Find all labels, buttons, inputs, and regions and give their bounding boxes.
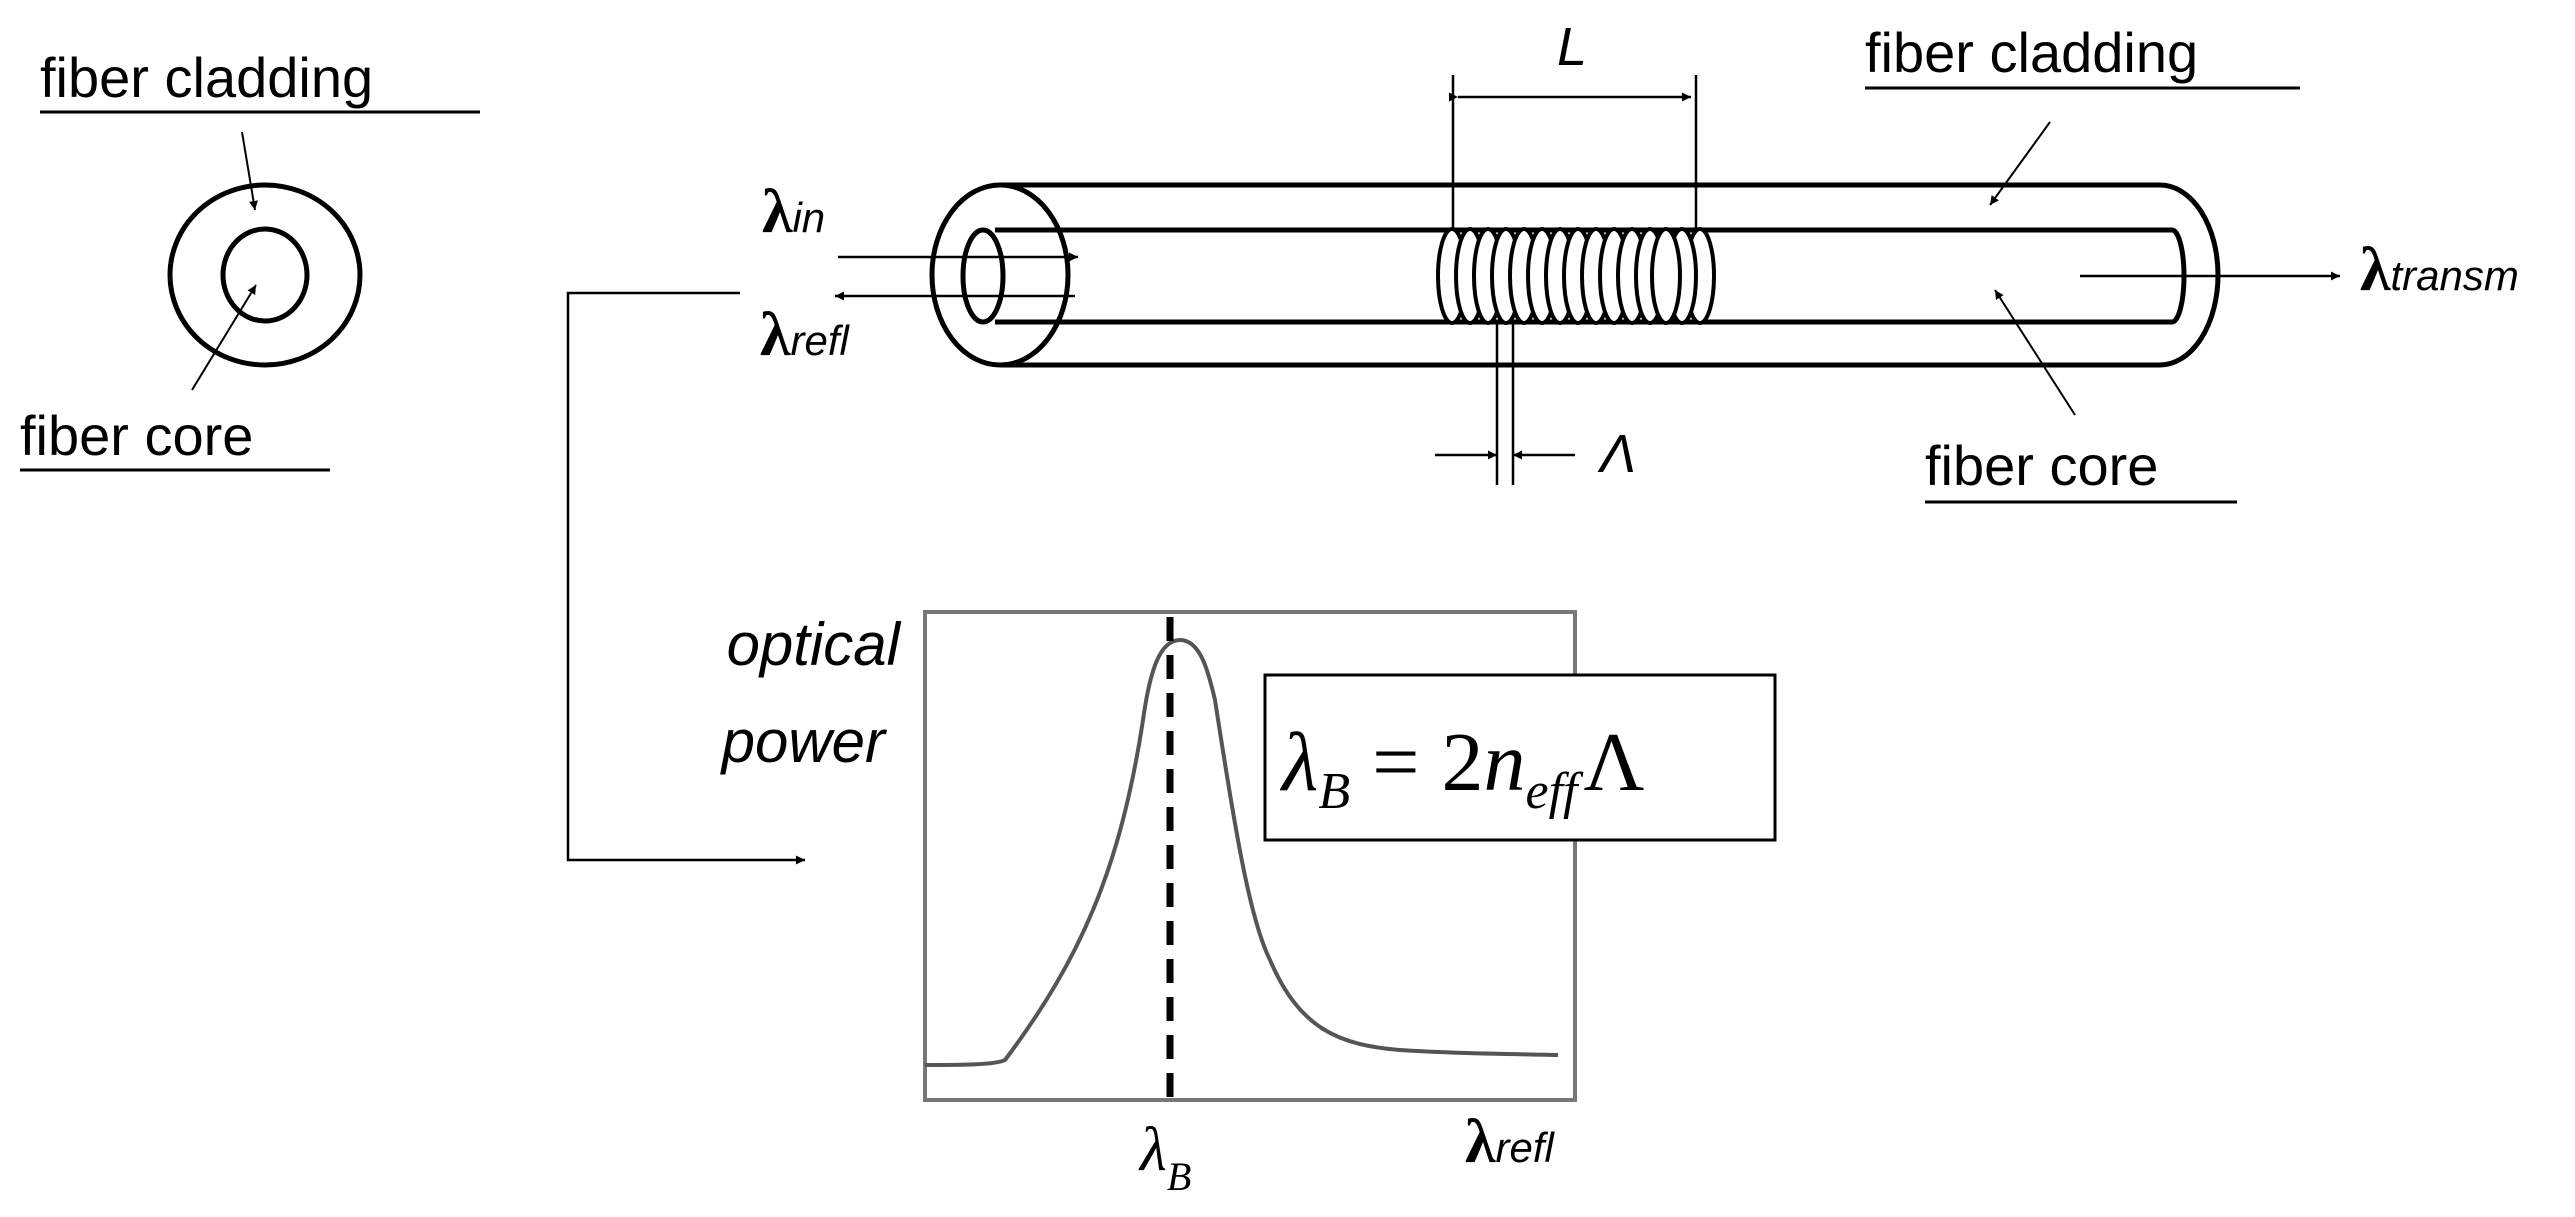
spectrum-ylabel-line1: optical <box>727 611 902 678</box>
fiber-cladding-label: fiber cladding <box>1865 21 2198 84</box>
spectrum-xlabel: λrefl <box>1465 1108 1555 1176</box>
cross-section-cladding-label: fiber cladding <box>40 46 373 109</box>
grating-length-label: L <box>1557 17 1587 77</box>
spectrum-curve <box>924 637 1559 1067</box>
cross-section: fiber cladding fiber core <box>20 46 480 472</box>
cross-section-core-pointer <box>191 284 257 391</box>
fiber-core-pointer <box>1994 289 2076 416</box>
equation-text: λB=2neffΛ <box>1279 716 1645 820</box>
bragg-grating <box>1436 227 1716 325</box>
reflection-spectrum: optical power λB λrefl <box>720 610 1577 1199</box>
signals: λin λrefl λtransm <box>566 178 2519 865</box>
reflection-connector-arrow <box>566 291 805 865</box>
cross-section-cladding-pointer <box>241 131 258 211</box>
bragg-wavelength-label: λB <box>1138 1116 1191 1199</box>
cross-section-core <box>220 226 310 324</box>
input-signal-label: λin <box>762 178 825 246</box>
fiber-core-label: fiber core <box>1925 434 2158 497</box>
core-end-face <box>960 227 1006 325</box>
equation-box <box>1263 673 1777 842</box>
grating-period-label: Λ <box>1597 424 1636 484</box>
spectrum-frame <box>923 610 1577 1102</box>
grating-ring <box>1650 227 1682 325</box>
cladding-end-face <box>929 182 1071 368</box>
reflected-signal-label: λrefl <box>760 301 850 369</box>
transmitted-signal-label: λtransm <box>2360 236 2519 304</box>
cross-section-core-label: fiber core <box>20 404 253 467</box>
fiber-cladding-pointer <box>1989 121 2051 206</box>
fiber: L Λ fiber cladding fiber core <box>929 17 2300 504</box>
spectrum-ylabel-line2: power <box>720 708 887 775</box>
cross-section-cladding <box>167 182 363 368</box>
bragg-equation: λB=2neffΛ <box>1263 673 1777 842</box>
